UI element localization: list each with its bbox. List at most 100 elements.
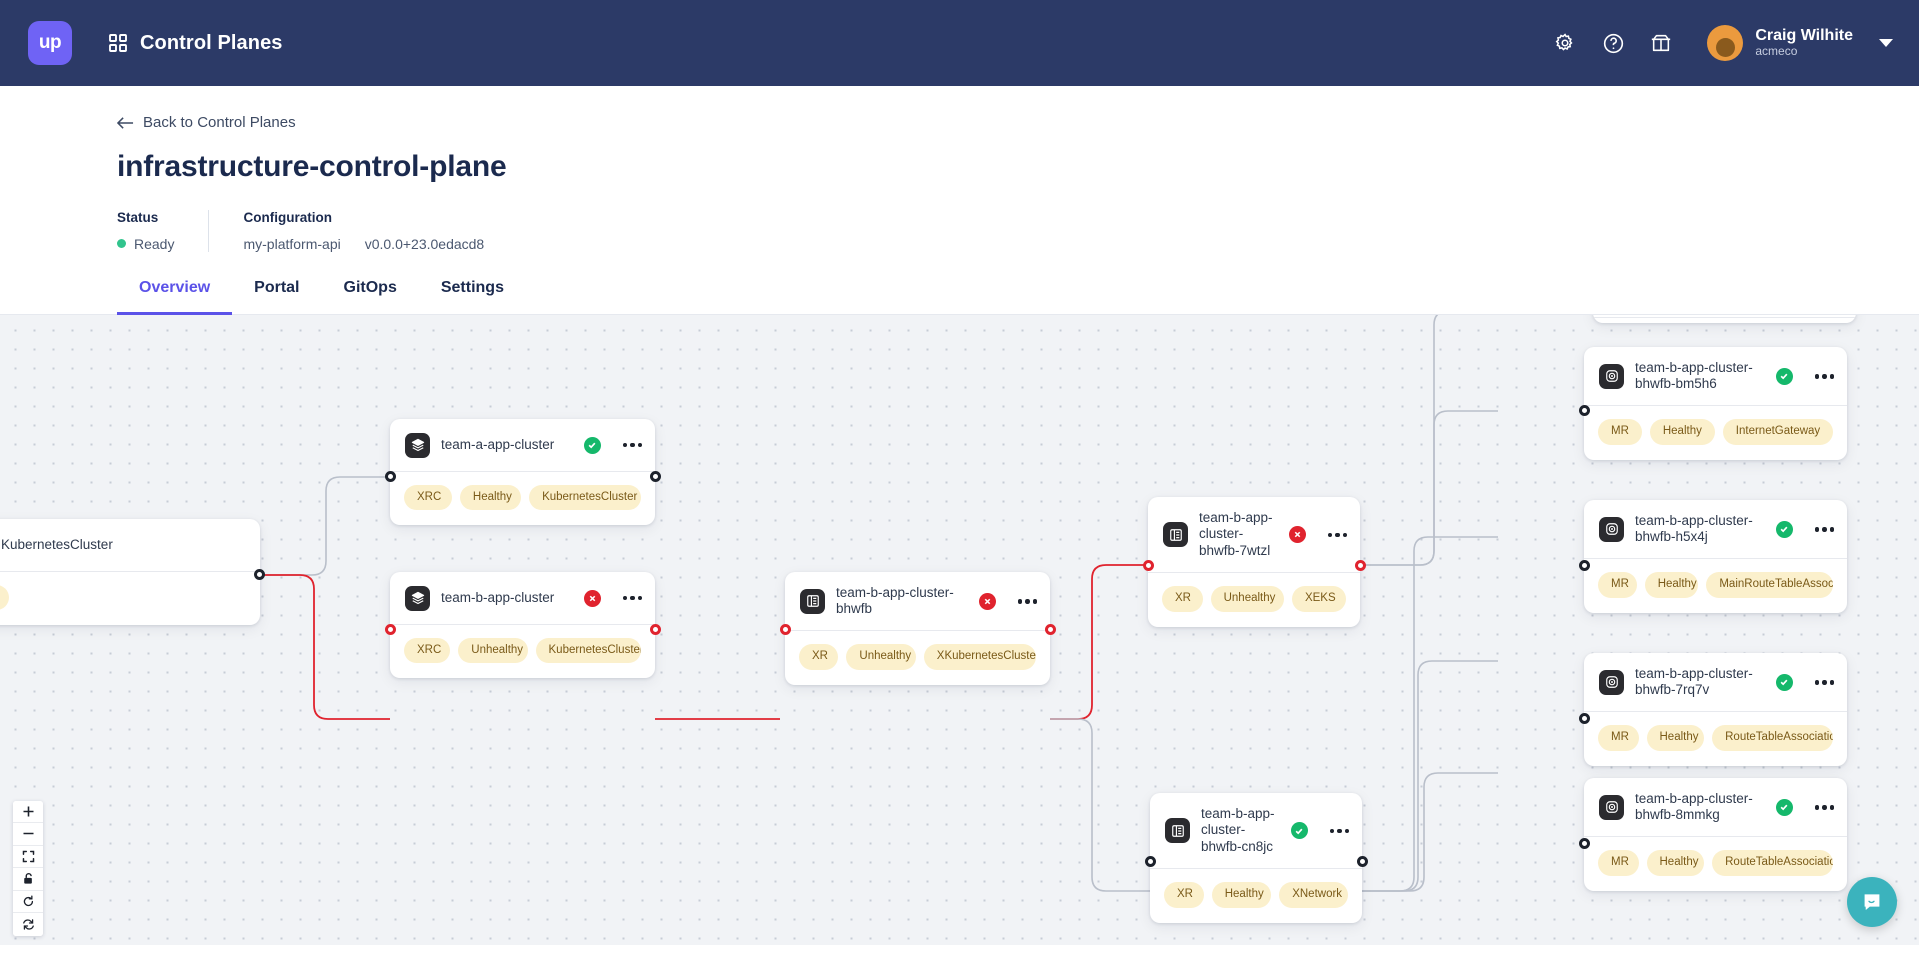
port-kubernetescluster-out[interactable]: [254, 568, 265, 580]
node-tags: MR Healthy RouteTableAssociation: [1584, 712, 1847, 766]
node-header: team-b-app-cluster-bhwfb-8mmkg: [1584, 778, 1847, 837]
chat-widget-button[interactable]: [1847, 876, 1897, 927]
tag: Healthy: [459, 484, 522, 511]
tab-settings[interactable]: Settings: [440, 278, 504, 296]
port-bhwfb-out[interactable]: [1045, 623, 1056, 635]
back-to-control-planes-link[interactable]: Back to Control Planes: [117, 114, 296, 131]
port-cn8jc-out[interactable]: [1357, 855, 1368, 867]
upbound-logo[interactable]: up: [28, 21, 72, 65]
lock-button[interactable]: [13, 868, 43, 891]
composite-icon: [1163, 522, 1188, 548]
node-label: KubernetesCluster: [1, 536, 113, 552]
node-kubernetescluster[interactable]: K KubernetesCluster API: [0, 518, 260, 626]
port-team-b-in[interactable]: [385, 623, 396, 635]
zoom-out-button[interactable]: [13, 823, 43, 846]
node-team-b-app-cluster[interactable]: team-b-app-cluster XRC Unhealthy Kuberne…: [390, 571, 655, 679]
node-menu-button[interactable]: [1814, 527, 1834, 532]
tag: XR: [799, 644, 839, 670]
tag: XKubernetesCluster: [923, 644, 1036, 670]
node-label: team-b-app-cluster-bhwfb-bm5h6: [1635, 359, 1753, 392]
node-team-a-app-cluster[interactable]: team-a-app-cluster XRC Healthy Kubernete…: [390, 418, 655, 526]
settings-icon[interactable]: [1541, 19, 1589, 67]
tag: Unhealthy: [458, 637, 528, 664]
tag: MainRouteTableAssociation: [1706, 572, 1833, 598]
node-header: team-b-app-cluster-bhwfb-h5x4j: [1584, 500, 1847, 559]
arrow-left-icon: [117, 116, 134, 129]
tag: XNetwork: [1279, 882, 1348, 908]
status-block: Status Ready: [117, 210, 208, 252]
configuration-version: v0.0.0+23.0edacd8: [364, 235, 485, 252]
status-ok-icon: [1775, 798, 1793, 816]
status-label: Status: [117, 209, 159, 225]
port-team-a-in[interactable]: [385, 470, 396, 482]
divider: [390, 623, 655, 625]
node-bhwfb-bm5h6[interactable]: team-b-app-cluster-bhwfb-bm5h6 MR Health…: [1584, 346, 1847, 460]
status-ok-icon: [1775, 367, 1793, 385]
tab-portal[interactable]: Portal: [254, 278, 300, 296]
node-menu-button[interactable]: [1814, 805, 1834, 810]
tab-overview[interactable]: Overview: [117, 279, 233, 315]
node-label: team-b-app-cluster-bhwfb-7wtzl: [1199, 509, 1273, 559]
sync-button[interactable]: [13, 913, 43, 936]
port-team-b-out[interactable]: [650, 623, 661, 635]
status-ok-icon: [583, 436, 601, 454]
port-h5x4j-in[interactable]: [1579, 559, 1590, 571]
user-menu[interactable]: Craig Wilhite acmeco: [1707, 25, 1893, 61]
node-menu-button[interactable]: [1017, 599, 1037, 604]
reset-button[interactable]: [13, 890, 43, 913]
managed-resource-icon: [1599, 363, 1624, 389]
node-header: team-b-app-cluster-bhwfb-7wtzl: [1148, 497, 1360, 573]
divider: [1584, 836, 1847, 838]
zoom-in-button[interactable]: [13, 800, 43, 823]
resource-graph-canvas[interactable]: K KubernetesCluster API team-a-app-clust…: [0, 314, 1919, 945]
tag: MR: [1598, 572, 1637, 598]
tag: Healthy: [1644, 572, 1699, 598]
avatar: [1707, 25, 1744, 61]
page-meta: Status Ready Configuration my-platform-a…: [117, 209, 1919, 252]
node-menu-button[interactable]: [1814, 374, 1834, 379]
back-link-label: Back to Control Planes: [143, 114, 296, 131]
node-menu-button[interactable]: [1327, 532, 1347, 538]
managed-resource-icon: [1599, 794, 1624, 820]
node-bhwfb-8mmkg[interactable]: team-b-app-cluster-bhwfb-8mmkg MR Health…: [1584, 777, 1847, 891]
logo-text: up: [38, 32, 62, 53]
divider: [1148, 572, 1360, 574]
node-bhwfb-7wtzl[interactable]: team-b-app-cluster-bhwfb-7wtzl XR Unheal…: [1148, 496, 1360, 627]
node-label: team-b-app-cluster-bhwfb-7rq7v: [1635, 665, 1753, 698]
node-team-b-app-cluster-bhwfb[interactable]: team-b-app-cluster-bhwfb XR Unhealthy XK…: [785, 571, 1050, 685]
status-error-icon: [583, 589, 601, 607]
node-menu-button[interactable]: [1329, 828, 1349, 834]
node-label: team-b-app-cluster-bhwfb-cn8jc: [1201, 805, 1275, 855]
port-7wtzl-out[interactable]: [1355, 559, 1366, 571]
port-cn8jc-in[interactable]: [1145, 855, 1156, 867]
marketplace-icon[interactable]: [1637, 19, 1685, 67]
node-header: team-b-app-cluster-bhwfb-cn8jc: [1150, 793, 1362, 869]
node-bhwfb-h5x4j[interactable]: team-b-app-cluster-bhwfb-h5x4j MR Health…: [1584, 499, 1847, 613]
node-bhwfb-cn8jc[interactable]: team-b-app-cluster-bhwfb-cn8jc XR Health…: [1150, 792, 1362, 923]
divider: [1584, 405, 1847, 407]
node-tags: XR Unhealthy XEKS: [1148, 573, 1360, 627]
port-7wtzl-in[interactable]: [1143, 559, 1154, 571]
port-8mmkg-in[interactable]: [1579, 837, 1590, 849]
port-bm5h6-in[interactable]: [1579, 404, 1590, 416]
tag: Unhealthy: [1210, 586, 1284, 612]
status-dot-icon: [117, 239, 126, 248]
node-menu-button[interactable]: [622, 595, 642, 601]
status-error-icon: [1288, 526, 1306, 544]
port-bhwfb-in[interactable]: [780, 623, 791, 635]
tag: MR: [1598, 725, 1639, 751]
node-bhwfb-7rq7v[interactable]: team-b-app-cluster-bhwfb-7rq7v MR Health…: [1584, 652, 1847, 766]
port-team-a-out[interactable]: [650, 470, 661, 482]
node-menu-button[interactable]: [622, 442, 642, 448]
fit-view-button[interactable]: [13, 845, 43, 868]
tag: Healthy: [1646, 850, 1705, 876]
node-header: team-b-app-cluster-bhwfb-7rq7v: [1584, 653, 1847, 712]
node-menu-button[interactable]: [1814, 680, 1834, 685]
status-ok-icon: [1775, 673, 1793, 691]
node-tags: MR Healthy RouteTableAssociation: [1584, 837, 1847, 891]
tab-gitops[interactable]: GitOps: [343, 278, 397, 296]
status-value: Ready: [134, 235, 175, 252]
port-7rq7v-in[interactable]: [1579, 712, 1590, 724]
help-icon[interactable]: [1589, 19, 1637, 67]
node-partial-top[interactable]: [1593, 314, 1856, 323]
